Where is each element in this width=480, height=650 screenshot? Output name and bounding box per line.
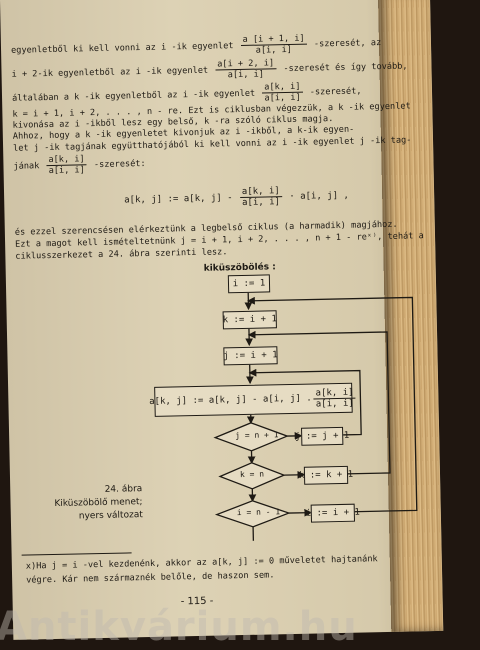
box-init-j: j := i + 1 (223, 346, 277, 365)
caption-line-2: nyers változat (51, 509, 143, 524)
box-incr-i: i := i + 1 (311, 504, 355, 523)
flowchart-lines (0, 0, 443, 640)
decision-k-label: k = n (240, 470, 264, 480)
watermark: Antikvárium.hu (0, 604, 358, 650)
book-page: egyenletből ki kell vonni az i -ik egyen… (0, 0, 443, 640)
box-core-update: a[k, j] := a[k, j] - a[i, j] . a[k, i]a[… (154, 383, 353, 417)
fraction: a[k, i]a[i, i] (314, 387, 356, 409)
box-incr-k: k := k + 1 (304, 466, 348, 485)
box-init-k: k := i + 1 (223, 310, 277, 329)
figure-caption: 24. ábra Kiküszöbölő menet; nyers változ… (50, 483, 143, 524)
decision-i-label: i = n - 1 (237, 507, 281, 517)
box-incr-j: j := j + 1 (301, 427, 343, 446)
decision-j-label: j = n + 1 (235, 430, 279, 440)
box-init-i: i := 1 (228, 274, 270, 293)
